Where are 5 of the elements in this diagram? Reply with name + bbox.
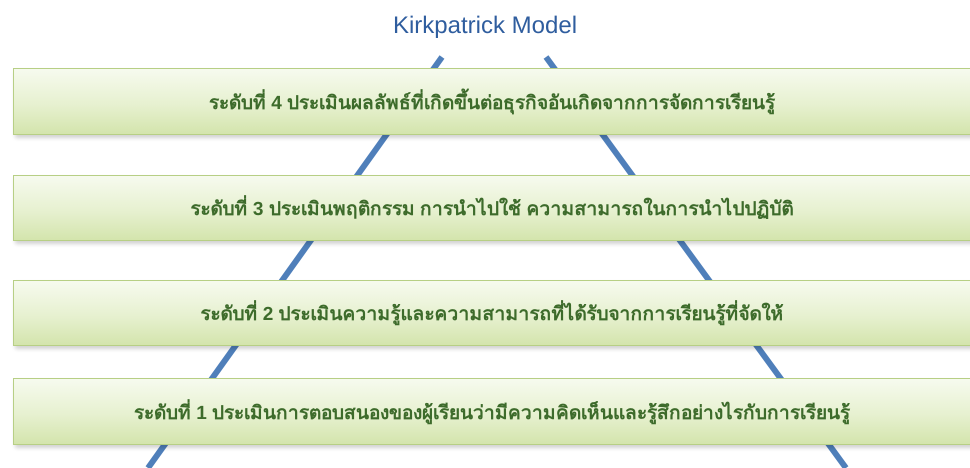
- diagram-title: Kirkpatrick Model: [392, 12, 578, 39]
- level-band: ระดับที่ 3 ประเมินพฤติกรรม การนำไปใช้ ความสามารถในการนำไปปฏิบัติ: [13, 175, 970, 241]
- level-band: ระดับที่ 4 ประเมินผลลัพธ์ที่เกิดขึ้นต่อธุรกิจอันเกิดจากการจัดการเรียนรู้: [13, 68, 970, 135]
- level-band: ระดับที่ 1 ประเมินการตอบสนองของผู้เรียนว่ามีความคิดเห็นและรู้สึกอย่างไรกับการเรียนรู้: [13, 378, 970, 445]
- level-band: ระดับที่ 2 ประเมินความรู้และความสามารถที่ได้รับจากการเรียนรู้ที่จัดให้: [13, 280, 970, 346]
